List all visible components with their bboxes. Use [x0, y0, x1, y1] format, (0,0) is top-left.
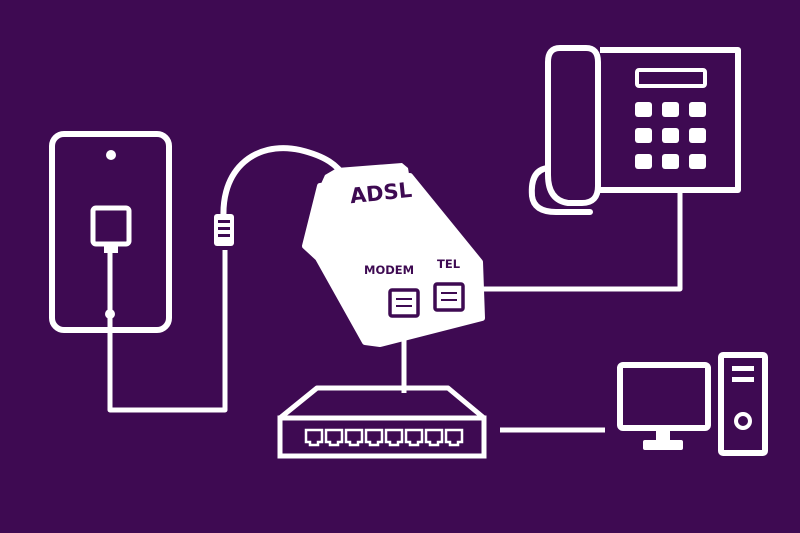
splitter-tel-label: TEL [437, 257, 461, 271]
network-switch-icon [277, 385, 487, 459]
phone-cable [482, 192, 683, 292]
computer-icon [617, 352, 768, 456]
splitter-input-cord [220, 145, 348, 233]
rj11-plug-icon [214, 214, 234, 246]
modem-port [388, 288, 420, 318]
adsl-splitter-icon: ADSL MODEM TEL [302, 163, 485, 347]
wall-socket-icon [49, 131, 172, 333]
tel-port [433, 282, 465, 312]
telephone-icon [528, 45, 741, 215]
splitter-modem-label: MODEM [364, 263, 414, 277]
